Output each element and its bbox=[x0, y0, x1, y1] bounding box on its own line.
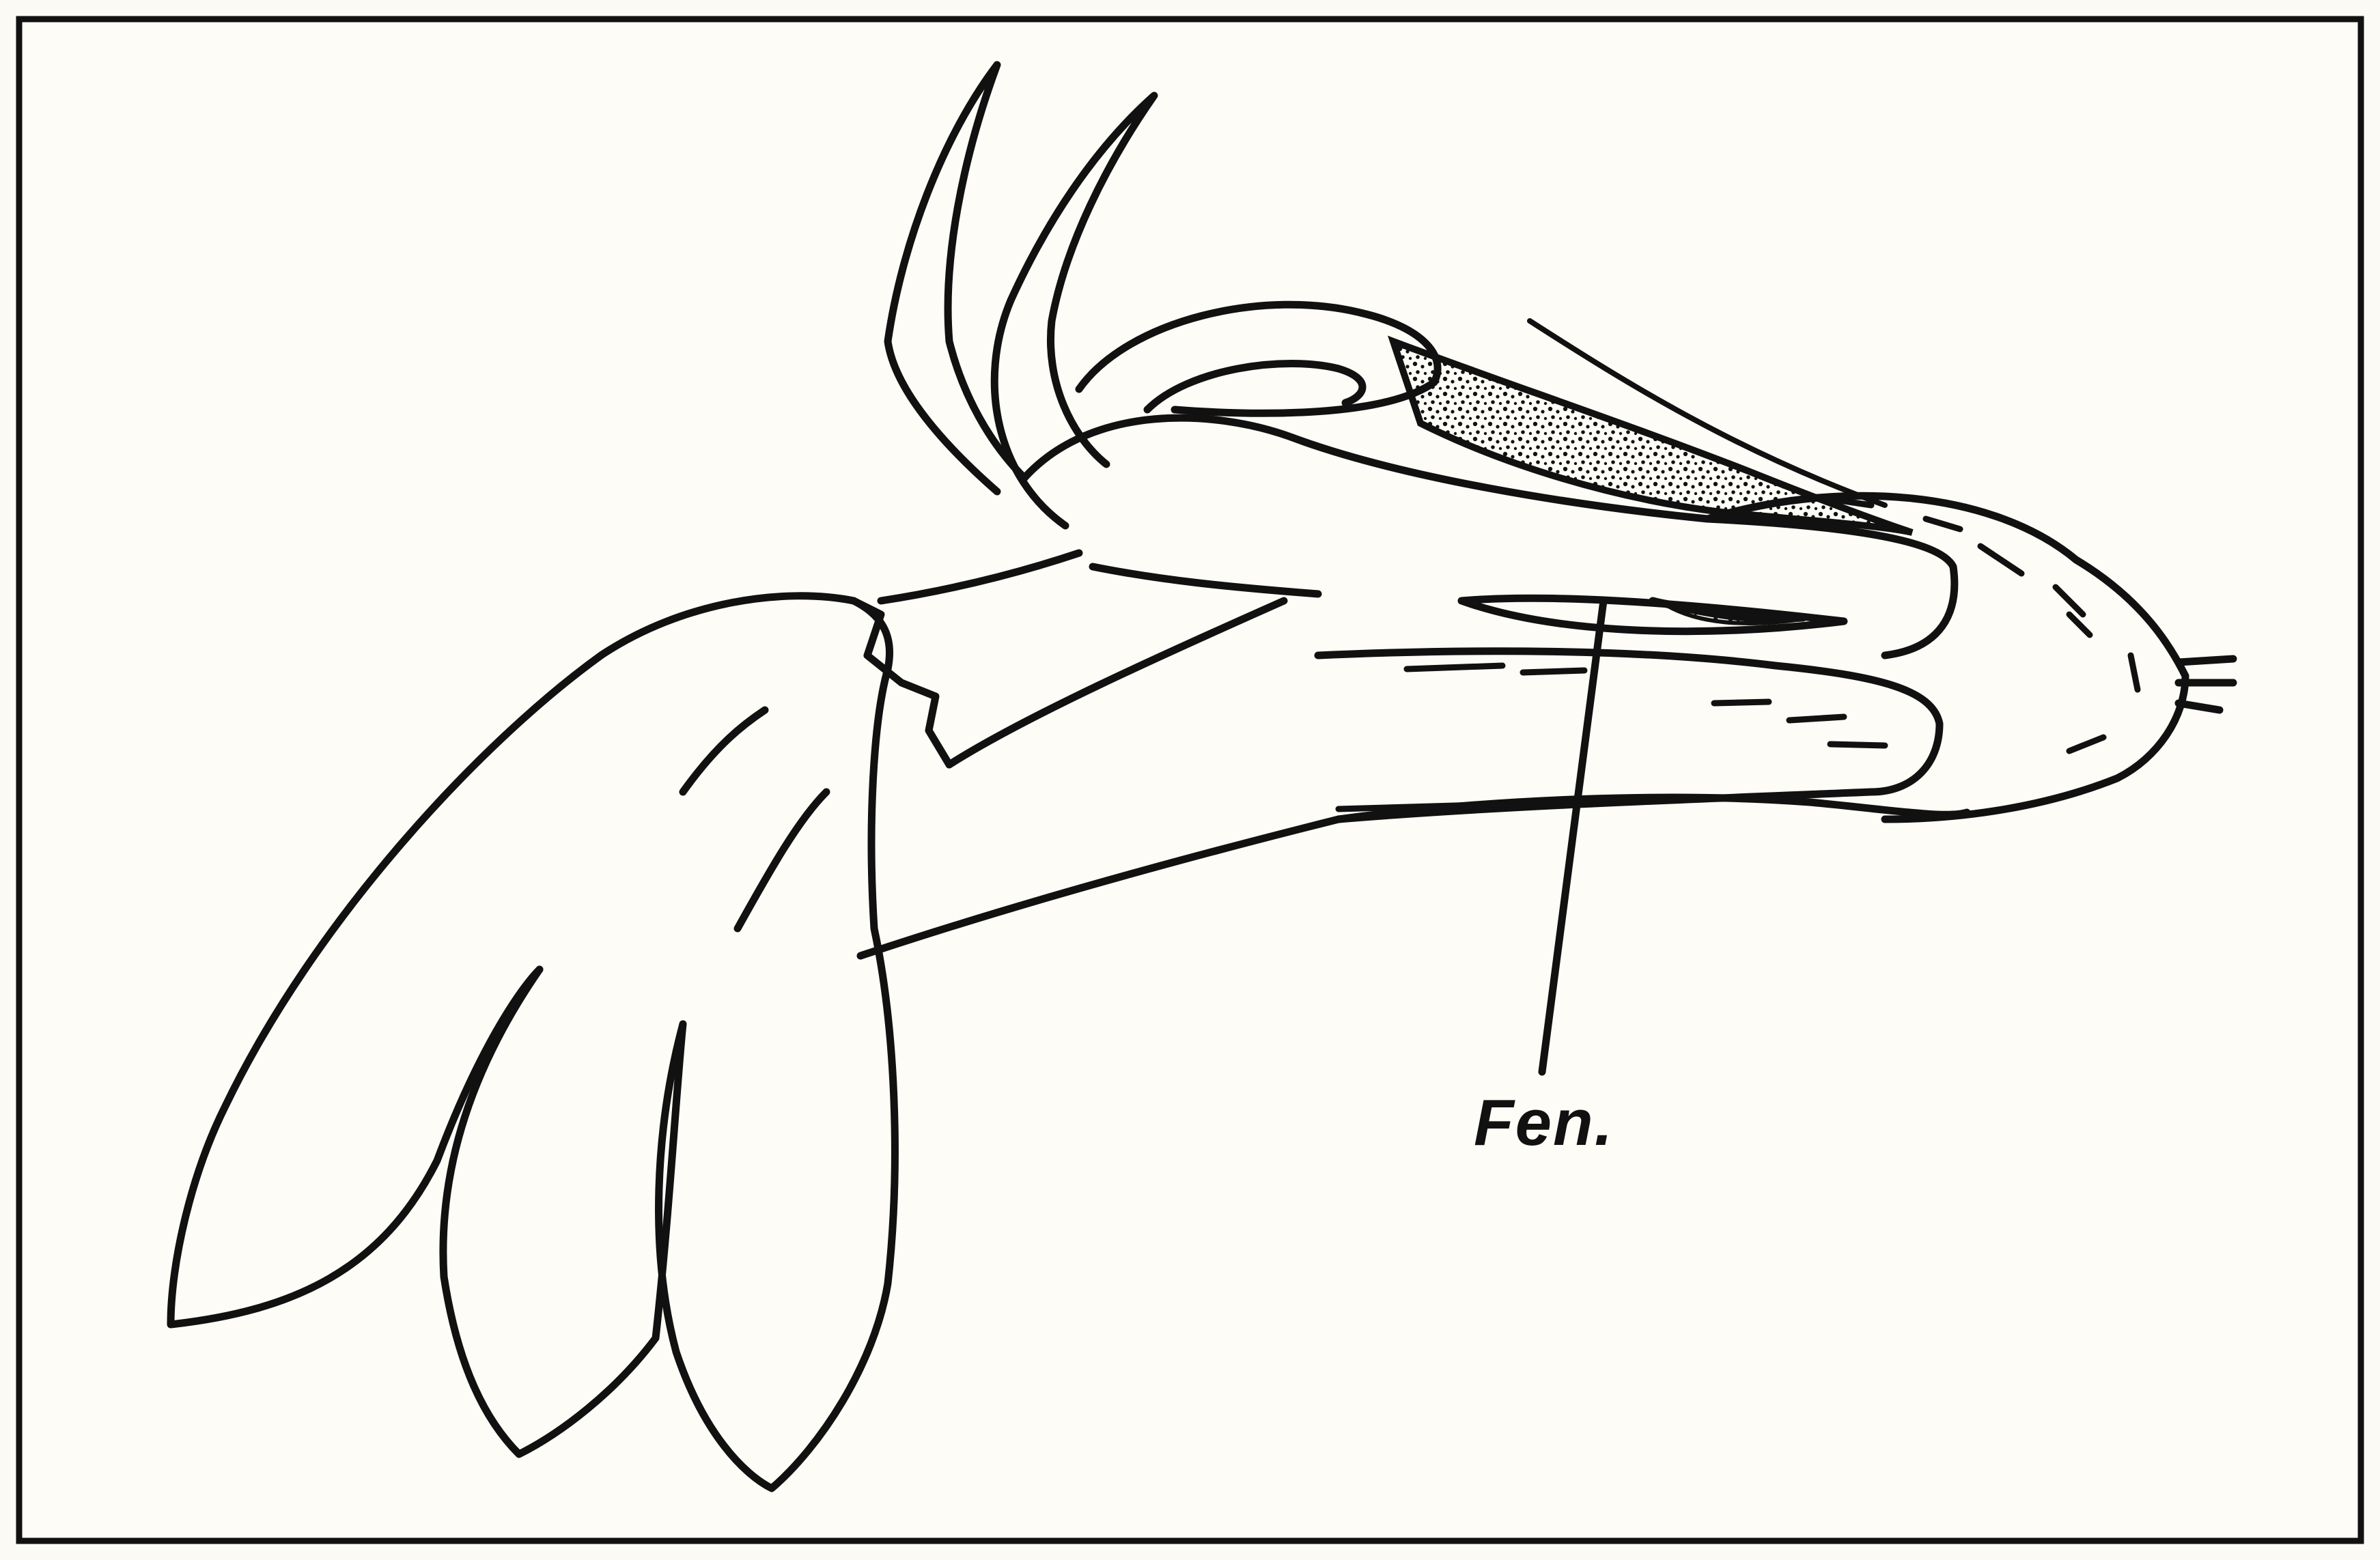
hatch-stroke bbox=[1714, 702, 1769, 703]
figure-frame bbox=[19, 19, 2361, 1541]
hatch-stroke bbox=[1407, 666, 1502, 669]
fenestra-label: Fen. bbox=[1474, 1086, 1614, 1161]
hatch-stroke bbox=[1789, 717, 1844, 720]
hatch-stroke bbox=[1830, 744, 1885, 746]
hatch-stroke bbox=[1523, 670, 1584, 672]
